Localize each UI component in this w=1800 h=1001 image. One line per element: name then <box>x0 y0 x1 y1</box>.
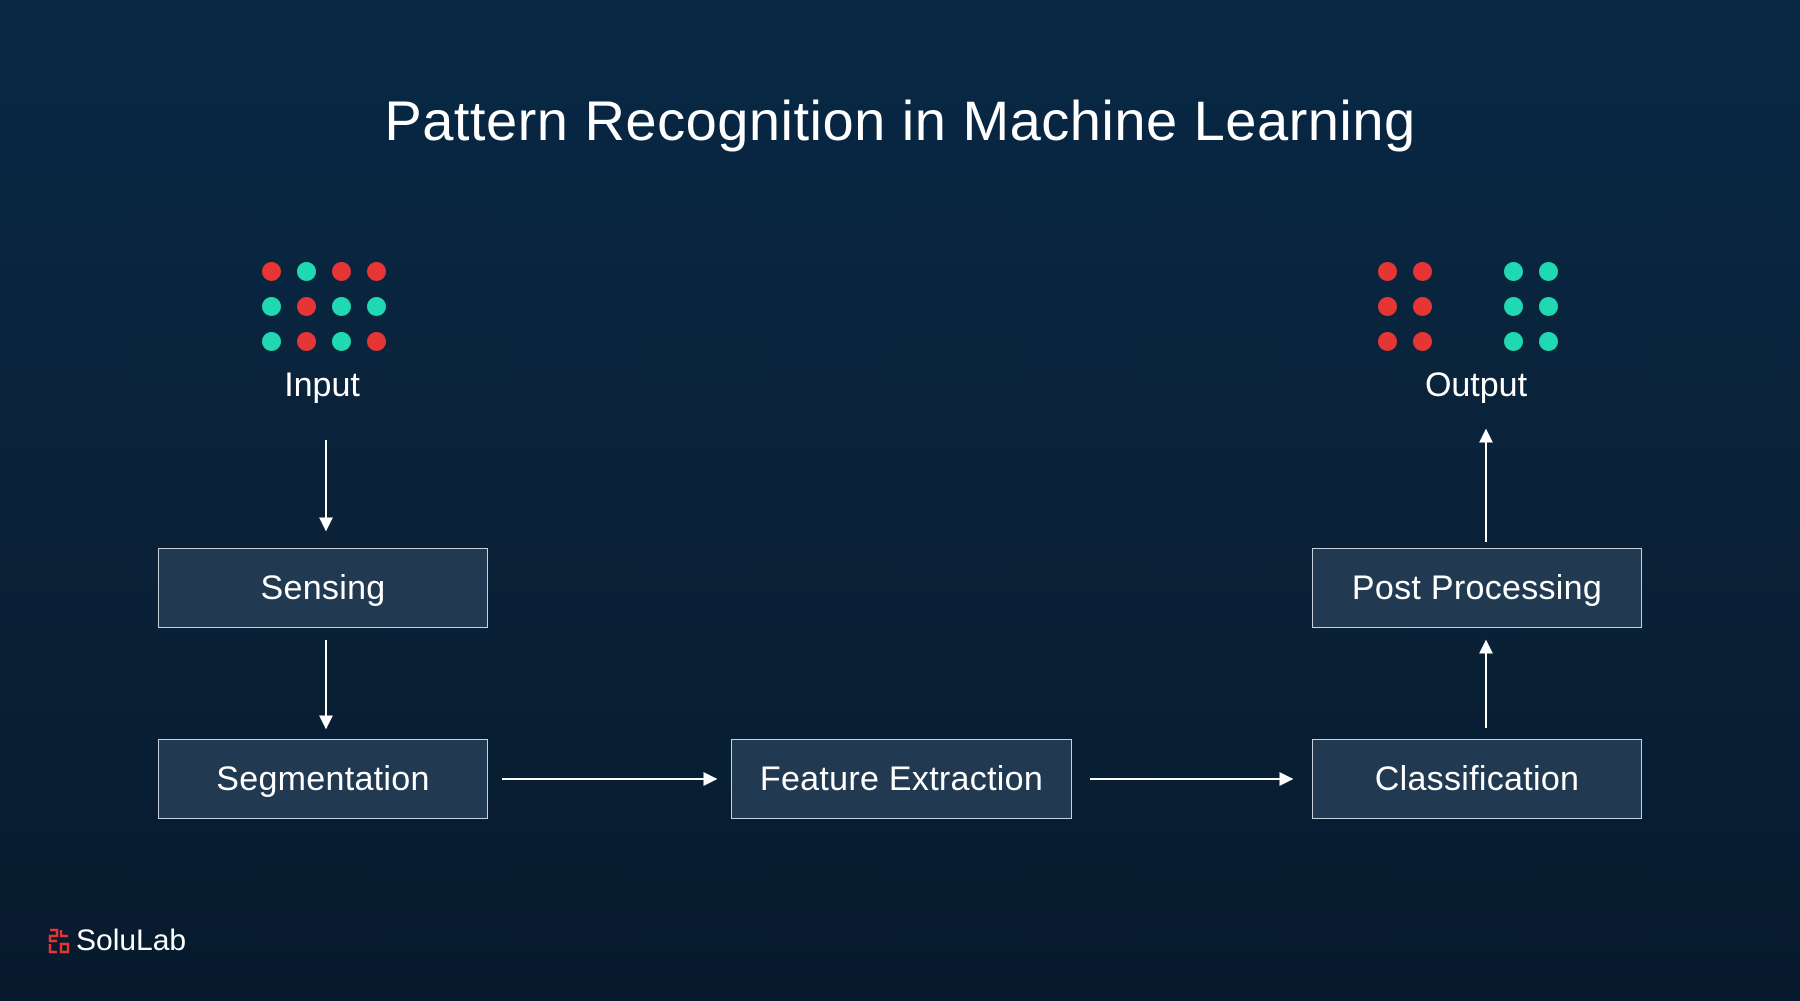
output-dot-teal <box>1504 262 1523 281</box>
input-dot-teal <box>367 297 386 316</box>
input-dots-grid <box>262 262 422 372</box>
input-dot-teal <box>262 297 281 316</box>
node-feature-extraction: Feature Extraction <box>731 739 1072 819</box>
input-dot-red <box>262 262 281 281</box>
output-dot-teal <box>1539 262 1558 281</box>
input-dot-teal <box>332 332 351 351</box>
output-dot-red <box>1378 262 1397 281</box>
node-segmentation-label: Segmentation <box>216 759 430 798</box>
input-dot-red <box>297 297 316 316</box>
output-dot-red <box>1413 297 1432 316</box>
input-dot-teal <box>262 332 281 351</box>
output-dot-teal <box>1539 332 1558 351</box>
input-dot-teal <box>332 297 351 316</box>
output-label: Output <box>1424 366 1528 404</box>
node-classification-label: Classification <box>1374 759 1580 798</box>
brand-name: SoluLab <box>76 924 187 957</box>
node-feature-extraction-label: Feature Extraction <box>759 759 1044 798</box>
node-post-processing: Post Processing <box>1312 548 1642 628</box>
output-dots-groups <box>1378 262 1568 372</box>
output-dot-red <box>1413 262 1432 281</box>
diagram-title: Pattern Recognition in Machine Learning <box>384 89 1416 152</box>
input-dot-teal <box>297 262 316 281</box>
node-sensing: Sensing <box>158 548 488 628</box>
output-dot-teal <box>1539 297 1558 316</box>
node-classification: Classification <box>1312 739 1642 819</box>
input-dot-red <box>367 262 386 281</box>
input-dot-red <box>297 332 316 351</box>
output-dot-red <box>1413 332 1432 351</box>
solulab-logo-icon <box>48 928 70 954</box>
node-post-processing-label: Post Processing <box>1351 568 1603 607</box>
output-dot-red <box>1378 332 1397 351</box>
input-dot-red <box>332 262 351 281</box>
brand: SoluLab <box>48 924 186 958</box>
node-sensing-label: Sensing <box>260 568 386 607</box>
input-dot-red <box>367 332 386 351</box>
output-dot-teal <box>1504 297 1523 316</box>
output-dot-teal <box>1504 332 1523 351</box>
node-segmentation: Segmentation <box>158 739 488 819</box>
output-dot-red <box>1378 297 1397 316</box>
input-label: Input <box>284 366 360 404</box>
